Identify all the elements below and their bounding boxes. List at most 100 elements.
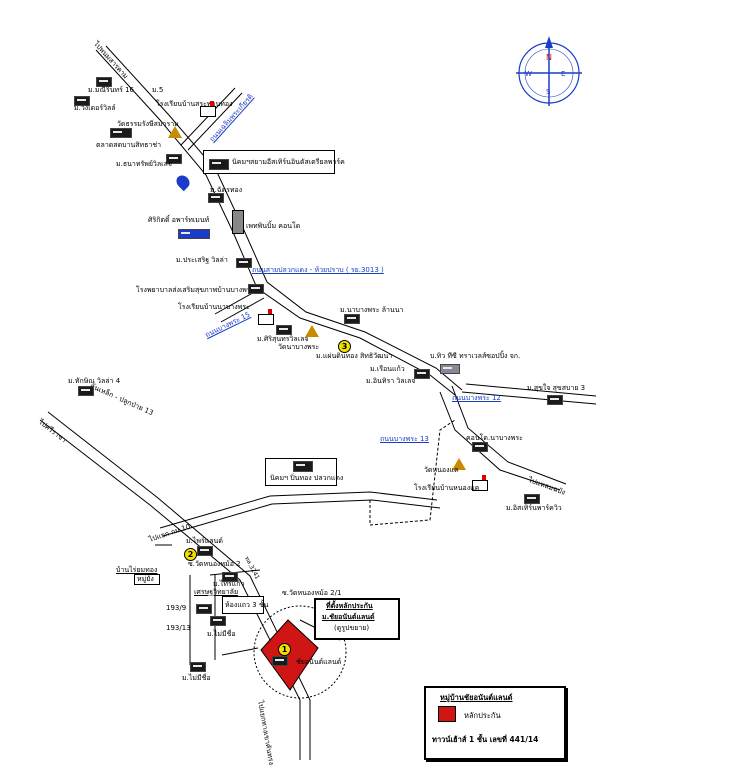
house-icon [276,325,292,335]
house-icon [208,193,224,203]
pin-3: 3 [338,340,351,353]
legend-item: หลักประกัน [464,711,501,720]
factory2-box: นิคมฯ ปิ่นทอง ปลวกแดง [265,458,343,486]
place-label: ม.ศิริสุนทรวิลเลจ [257,335,309,343]
house-icon [78,386,94,396]
compass-w: W [525,70,532,78]
site-note: (ดูรูปขยาย) [334,624,370,632]
hospital-icon [248,284,264,294]
factory-icon [209,159,229,170]
place-label: วัดธรรมรังษีสมาราม [117,120,179,128]
place-label: นิคมฯสยามอีสเทิร์นอินดัสเตรียลพาร์ค [232,158,345,166]
house-icon [236,258,252,268]
place-label: โรงเรียนบ้านนาบางพระ [178,303,250,311]
place-label: ม.แผ่นดินทอง สิทธิวัฒนา [316,352,393,360]
legend-title: หมู่บ้านชัยอนันต์แลนด์ [440,693,513,702]
place-label: ซ.วัดหนองหม้อ 2 [188,560,241,568]
road-label-bang-phra-12: ถนนบางพระ 12 [452,394,501,402]
condo-icon [232,210,244,234]
place-label: ม.ไม่มีชื่อ [182,674,211,682]
place-label: โรงเรียนบ้านสระพานทอง [156,100,233,108]
place-label: ซ.วัดหนองหม้อ 2/1 [282,589,342,597]
site-label: ชัยอนันต์แลนด์ [296,658,342,666]
house-icon [74,96,90,106]
place-label: ตลาดสดบานสิทธาช่า [96,141,162,149]
school-icon [472,475,488,491]
place-label: โรงเรียนบ้านหนองแค [414,484,480,492]
apartment-icon [178,229,210,239]
store-icon [440,364,460,374]
market-icon [110,128,132,138]
site-title: ที่ตั้งหลักประกัน [326,602,373,610]
place-label: ม.วงเดอร์วิลล์ [74,104,116,112]
temple-icon [168,126,182,138]
house-icon [472,442,488,452]
school-icon [200,101,216,117]
house-icon [547,395,563,405]
school-icon [258,309,274,325]
place-label: บ้านไร่ยมทอง [116,566,158,574]
place-label: ม.ประเสริฐ วิลล่า [176,256,228,264]
legend-box: หมู่บ้านชัยอนันต์แลนด์ หลักประกัน ทาวน์เ… [424,686,566,760]
place-label: ศิริกิตติ์ อพาร์ทเมนท์ [148,216,210,224]
baan2-box: หมู่ยัง [134,574,160,585]
place-label: ม.5 [152,86,164,94]
place-label: ม.ธนาทรัพย์วิลเลจ [116,160,172,168]
temple-icon [452,458,466,470]
place-label: ม.ไทรแก้ว [213,580,245,588]
house-icon [222,572,238,582]
place-label: เศรษฐวิทยาลัย [194,588,239,596]
house-icon [414,369,430,379]
row-house-box: ห้องแถว 3 ชั้น [222,596,268,614]
house-icon [190,662,206,672]
place-label: ม.ไพร์แลนด์ [186,537,223,545]
place-label: ม.ฉัตรทอง [210,186,243,194]
collateral-callout: ที่ตั้งหลักประกัน ม.ชัยอนันต์แลนด์ (ดูรู… [314,598,400,640]
place-label: 193/9 [166,604,187,612]
place-label: ม.ทักษิณ วิลล่า 4 [68,377,121,385]
pin-1: 1 [278,643,291,656]
place-label: ม.เรือนแก้ว [370,365,405,373]
place-label: ม.อิสเทิร์นพาร์ควิว [506,504,562,512]
compass-s: S [546,88,551,96]
temple-icon [305,325,319,337]
road-label-main: ถนนสายปลวกแดง - ห้วยปราบ ( รย.3013 ) [252,266,384,274]
house-icon [197,546,213,556]
compass-n: N [546,53,552,62]
house-icon [210,616,226,626]
place-label: คอนโด.นาบางพระ [466,434,523,442]
place-label: ม.อินทิรา วิลเลจ [366,377,416,385]
house-icon [196,604,212,614]
house-icon [524,494,540,504]
place-label: โรงพยาบาลส่งเสริมสุขภาพบ้านบางพระ [136,286,255,294]
place-label: ห้องแถว 3 ชั้น [225,601,269,609]
place-label: ม.สุขใจ สุขสบาย 3 [527,384,586,392]
place-label: หมู่ยัง [137,575,154,583]
place-label: 193/13 [166,624,191,632]
house-icon [344,314,360,324]
house-icon [272,656,288,666]
place-label: เพทพินบิ้ม คอนโด [246,222,301,230]
road-label-bang-phra-13: ถนนบางพระ 13 [380,435,429,443]
place-label: วัดหนองแค [424,466,459,474]
factory-icon [293,461,313,472]
place-label: บ.ทิว ทีซี ทราเวลส์ซอปปิ้ง จก. [430,352,521,360]
house-icon [166,154,182,164]
collateral-area [260,619,319,691]
place-label: วัดนาบางพระ [278,343,320,351]
legend-desc: ทาวน์เฮ้าส์ 1 ชั้น เลขที่ 441/14 [432,735,539,744]
place-label: ม.ไม่มีชื่อ [207,630,236,638]
place-label: ม.มณีรินทร์ 16 [88,86,134,94]
compass-icon: N S E W [516,36,582,106]
collateral-circle [253,605,347,699]
compass-e: E [561,70,565,78]
place-label: นิคมฯ ปิ่นทอง ปลวกแดง [270,474,344,482]
place-label: ม.นาบางพระ ล้านนา [340,306,404,314]
legend-swatch [438,706,456,722]
factory1-box: นิคมฯสยามอีสเทิร์นอินดัสเตรียลพาร์ค [203,150,345,174]
pin-2: 2 [184,548,197,561]
site-name: ม.ชัยอนันต์แลนด์ [322,613,375,621]
house-icon [96,77,112,87]
